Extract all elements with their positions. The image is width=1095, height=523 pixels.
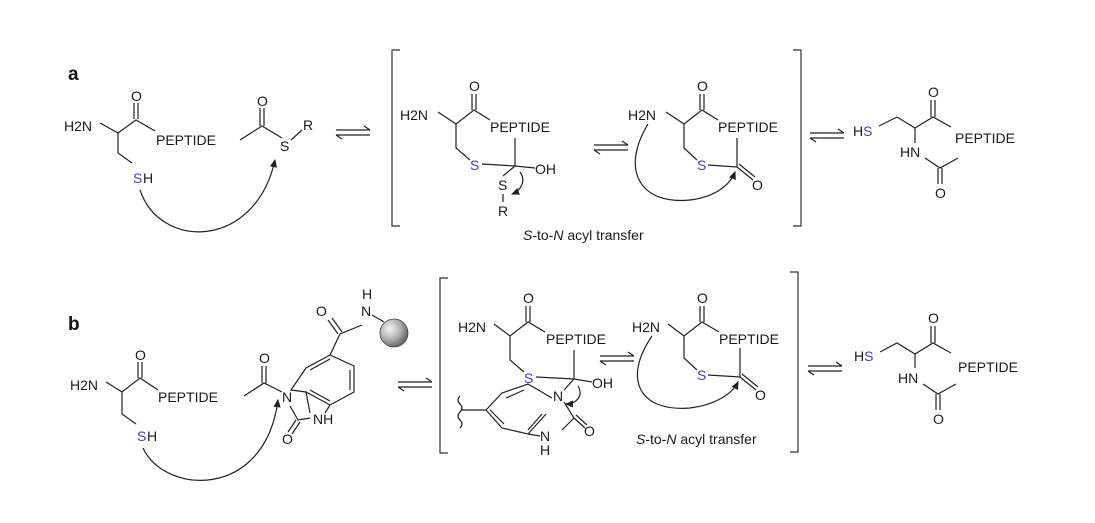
thioester-intermediate-a: H2N O PEPTIDE S O: [628, 78, 778, 202]
leaving-r: R: [498, 203, 508, 219]
amine-label: H2N: [64, 118, 92, 134]
panel-label-a: a: [68, 64, 79, 85]
acyl-o: O: [752, 177, 763, 193]
acyl-o: O: [935, 185, 946, 201]
bracket-right: [790, 271, 799, 453]
urea-o: O: [282, 431, 293, 447]
peptide-label: PEPTIDE: [158, 389, 218, 405]
tetrahedral-intermediate-b: H2N O PEPTIDE S OH N O N H: [457, 290, 613, 458]
carbonyl-o: O: [469, 78, 480, 94]
amine-label: H2N: [628, 107, 656, 123]
panel-label-b: b: [68, 314, 80, 335]
carbonyl-o: O: [135, 347, 146, 363]
peptide-label: PEPTIDE: [719, 331, 779, 347]
peptide-label: PEPTIDE: [546, 331, 606, 347]
bracket-right: [793, 49, 802, 227]
carbonyl-o: O: [928, 310, 939, 326]
panel-b: b H2N O PEPTIDE S H O N NH O O: [68, 271, 1018, 481]
product-thiol: HS: [853, 123, 872, 139]
amide-nh: HN: [898, 370, 918, 386]
product-b: HS O PEPTIDE HN O: [854, 310, 1018, 427]
reactant-a: H2N O PEPTIDE S H O S R: [64, 88, 313, 233]
peptide-label: PEPTIDE: [958, 359, 1018, 375]
panel-a: a H2N O PEPTIDE S H O S R: [64, 49, 1015, 243]
equilibrium-arrow: [807, 361, 843, 376]
amide-nh: HN: [900, 144, 920, 160]
ring-nh-h: H: [540, 442, 550, 458]
amine-label: H2N: [458, 319, 486, 335]
equilibrium-arrow: [809, 128, 845, 143]
thiol-h: H: [143, 170, 153, 186]
peptide-label: PEPTIDE: [718, 119, 778, 135]
amide-o: O: [316, 303, 327, 319]
equilibrium-arrow: [397, 377, 433, 392]
solid-support-bead-icon: [379, 318, 409, 348]
carbonyl-o: O: [523, 290, 534, 306]
thiol-h: H: [147, 428, 157, 444]
thiol-sulfur: S: [137, 428, 146, 444]
tetrahedral-intermediate-a: H2N O PEPTIDE S OH S R: [400, 78, 556, 219]
bracket-left: [391, 49, 400, 227]
thioester-r: R: [303, 117, 313, 133]
ring-nh: NH: [313, 411, 333, 427]
carbonyl-o: O: [697, 78, 708, 94]
amine-label: H2N: [632, 319, 660, 335]
leaving-sulfur: S: [498, 177, 507, 193]
ring-sulfur: S: [524, 370, 533, 386]
equilibrium-arrow: [599, 351, 635, 366]
hydroxyl: OH: [592, 375, 613, 391]
caption-s-to-n-acyl-transfer: S-to-N acyl transfer: [636, 431, 757, 447]
ring-n: N: [282, 389, 292, 405]
amine-label: H2N: [70, 377, 98, 393]
peptide-label: PEPTIDE: [156, 132, 216, 148]
acyl-o: O: [259, 350, 270, 366]
urea-o: O: [584, 423, 595, 439]
ring-nh-n: N: [540, 428, 550, 444]
equilibrium-arrow: [335, 125, 371, 140]
hydroxyl: OH: [535, 161, 556, 177]
carbonyl-o: O: [928, 84, 939, 100]
ring-sulfur: S: [470, 157, 479, 173]
peptide-label: PEPTIDE: [490, 119, 550, 135]
thioester-s: S: [280, 138, 289, 154]
product-thiol: HS: [854, 348, 873, 364]
product-a: HS H O PEPTIDE HN O: [853, 84, 1015, 201]
peptide-label: PEPTIDE: [955, 130, 1015, 146]
ring-sulfur: S: [697, 367, 706, 383]
acyl-o: O: [933, 411, 944, 427]
equilibrium-arrow: [593, 140, 629, 155]
amide-h: H: [362, 286, 372, 302]
wavy-bond-icon: [457, 395, 463, 429]
thioester-intermediate-b: H2N O PEPTIDE S O: [632, 290, 779, 409]
ring-n: N: [553, 388, 563, 404]
caption-s-to-n-acyl-transfer: S-to-N acyl transfer: [523, 227, 644, 243]
carbonyl-o: O: [697, 290, 708, 306]
carbonyl-o: O: [131, 88, 142, 104]
reactant-b: H2N O PEPTIDE S H O N NH O O H N: [70, 286, 409, 481]
acyl-o: O: [755, 387, 766, 403]
amine-label: H2N: [400, 107, 428, 123]
bracket-left: [439, 277, 448, 454]
amide-n: N: [361, 303, 371, 319]
thioester-o: O: [257, 93, 268, 109]
ring-sulfur: S: [697, 157, 706, 173]
thiol-sulfur: S: [133, 170, 142, 186]
